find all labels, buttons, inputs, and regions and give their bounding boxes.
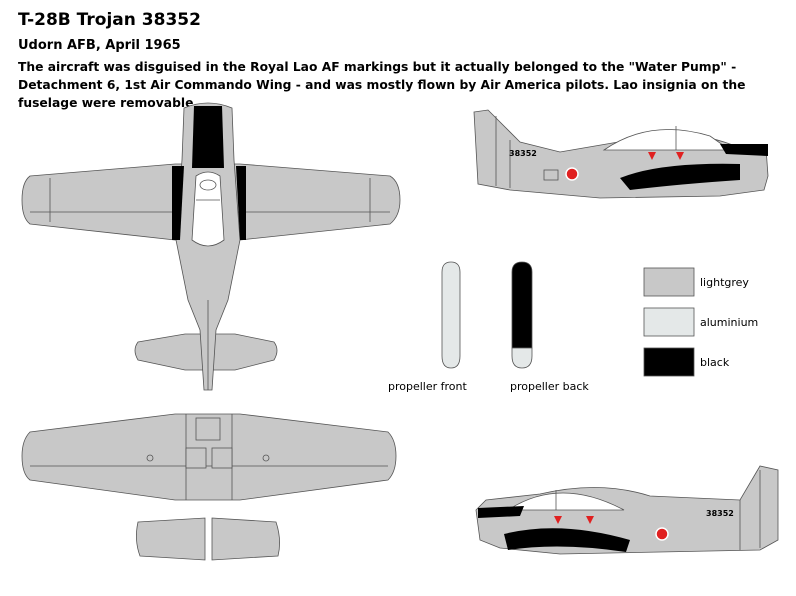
top-view-wing-walk-right [236, 166, 246, 240]
upper-side-view-canopy [602, 129, 732, 151]
bottom-view-wing [21, 413, 397, 501]
legend-label-aluminium: aluminium [700, 316, 759, 329]
bottom-view-tailplane-right [211, 517, 280, 561]
bottom-view [21, 413, 397, 561]
lower-side-view-anti-glare-panel [478, 506, 524, 518]
serial-upper: 38352 [509, 149, 537, 158]
propeller-front-label: propeller front [388, 380, 467, 393]
red-marker [676, 152, 684, 160]
red-marker [648, 152, 656, 160]
upper-side-view-anti-glare-panel [720, 144, 768, 156]
propeller-back-tip [511, 347, 533, 369]
page-subtitle: Udorn AFB, April 1965 [18, 38, 181, 53]
bottom-view-tailplane-left [136, 517, 206, 561]
legend-swatch-black [643, 347, 695, 377]
legend-swatch-aluminium [643, 307, 695, 337]
lower-side-view-canopy [506, 492, 625, 511]
propeller-back-label: propeller back [510, 380, 589, 393]
top-view-anti-glare-panel [192, 106, 224, 168]
lower-side-view-exhaust-panel [504, 528, 630, 552]
insignia-roundel [565, 167, 579, 181]
top-view [21, 102, 401, 391]
aircraft-description: The aircraft was disguised in the Royal … [18, 60, 746, 110]
lower-side-view [475, 465, 779, 555]
propeller-front-blade [441, 261, 461, 369]
red-marker [554, 516, 562, 524]
page-title: T-28B Trojan 38352 [18, 10, 201, 30]
legend-label-lightgrey: lightgrey [700, 276, 749, 289]
legend-label-black: black [700, 356, 730, 369]
top-view-fuselage [175, 102, 241, 391]
upper-side-view-exhaust-panel [620, 163, 740, 190]
top-view-wing-walk-left [172, 166, 184, 240]
serial-lower: 38352 [706, 509, 734, 518]
insignia-roundel [655, 527, 669, 541]
upper-side-view [473, 109, 769, 199]
legend-swatch-lightgrey [643, 267, 695, 297]
propeller-back-blade [511, 261, 533, 349]
red-marker [586, 516, 594, 524]
top-view-canopy [191, 171, 225, 247]
